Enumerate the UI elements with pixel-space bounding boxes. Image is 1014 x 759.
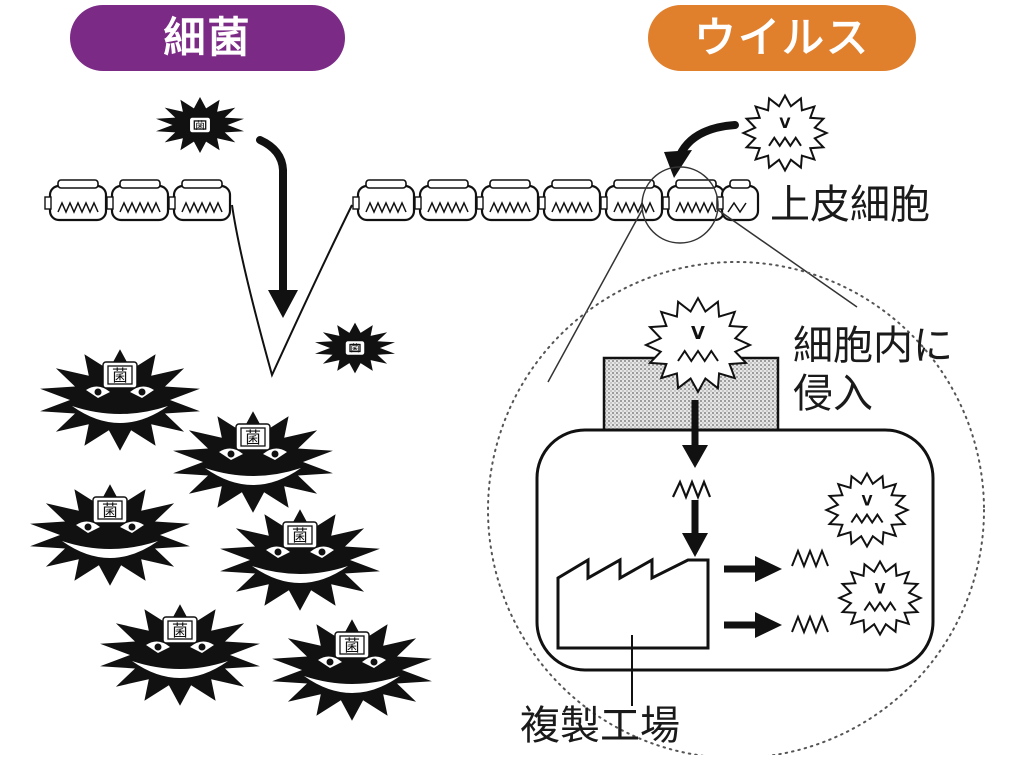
virus-header: ウイルス bbox=[648, 5, 916, 71]
bacterium-badge-text: 菌 bbox=[112, 366, 128, 385]
spiky-bacterium-icon: 菌 bbox=[173, 411, 333, 513]
epithelial-cell-icon bbox=[352, 179, 416, 222]
spiky-virus-icon: V bbox=[836, 559, 924, 637]
spiky-bacterium-icon: 菌 bbox=[100, 604, 260, 706]
epithelial-cell-icon bbox=[662, 179, 726, 222]
spiky-bacterium-icon: 菌 bbox=[40, 349, 200, 451]
spiky-bacterium-icon: 菌 bbox=[272, 619, 432, 721]
epithelial-cell-icon bbox=[538, 179, 602, 222]
spiky-bacterium-icon: 菌 bbox=[30, 484, 190, 586]
virus-letter: V bbox=[862, 493, 873, 509]
spiky-bacterium-icon: 菌 bbox=[220, 509, 380, 611]
bacteria-entry-arrow bbox=[256, 136, 287, 296]
epithelial-cell-icon bbox=[168, 179, 232, 222]
output-arrowhead-2 bbox=[755, 612, 782, 638]
zoom-line-right bbox=[717, 209, 858, 308]
bacterium-badge-text: 菌 bbox=[245, 428, 261, 447]
epithelial-cell-icon bbox=[414, 179, 478, 222]
spiky-virus-icon: V bbox=[740, 93, 830, 173]
bacterium-badge-text: 菌 bbox=[350, 343, 360, 355]
virus-letter: V bbox=[691, 323, 705, 344]
bacterium-badge-text: 菌 bbox=[195, 120, 205, 132]
bacterium-badge-text: 菌 bbox=[344, 636, 360, 655]
tissue-break-line bbox=[231, 204, 353, 378]
viral-genome bbox=[672, 479, 712, 500]
replication-factory-label: 複製工場 bbox=[520, 703, 680, 749]
factory-icon bbox=[556, 557, 710, 650]
bacteria-header: 細菌 bbox=[70, 5, 345, 71]
epithelial-cell-icon bbox=[476, 179, 540, 222]
epithelial-cell-layer bbox=[44, 179, 760, 222]
bacteria-entry-arrowhead bbox=[268, 290, 298, 318]
epithelial-cell-icon bbox=[106, 179, 170, 222]
epithelial-cell-label: 上皮細胞 bbox=[770, 182, 930, 228]
down-arrowhead-2 bbox=[682, 533, 708, 557]
spiky-virus-icon: V bbox=[643, 296, 753, 394]
invade-cell-label-line1: 細胞内に bbox=[793, 323, 953, 369]
virus-group: V V V V bbox=[643, 93, 924, 637]
spiky-bacterium-icon: 菌 bbox=[156, 97, 244, 153]
virus-entry-arrow bbox=[676, 121, 739, 159]
output-arrowhead-1 bbox=[755, 556, 782, 582]
viral-genome-copy-2 bbox=[791, 614, 829, 635]
bacterium-badge-text: 菌 bbox=[172, 621, 188, 640]
virus-letter: V bbox=[779, 116, 791, 132]
epithelial-cell-icon bbox=[716, 179, 760, 222]
bacterium-badge-text: 菌 bbox=[292, 526, 308, 545]
bacterium-badge-text: 菌 bbox=[102, 501, 118, 520]
virus-letter: V bbox=[875, 581, 886, 597]
spiky-bacterium-icon: 菌 bbox=[315, 322, 395, 374]
spiky-virus-icon: V bbox=[823, 471, 911, 549]
epithelial-cell-icon bbox=[44, 179, 108, 222]
virus-entry-arrowhead bbox=[664, 150, 692, 178]
viral-genome-copy-1 bbox=[791, 548, 829, 569]
epithelial-cell-icon bbox=[600, 179, 664, 222]
zoom-line-left bbox=[547, 209, 643, 383]
zoom-focus-circle bbox=[641, 166, 719, 244]
invade-cell-label-line2: 侵入 bbox=[793, 371, 873, 417]
down-arrowhead-1 bbox=[682, 445, 708, 468]
